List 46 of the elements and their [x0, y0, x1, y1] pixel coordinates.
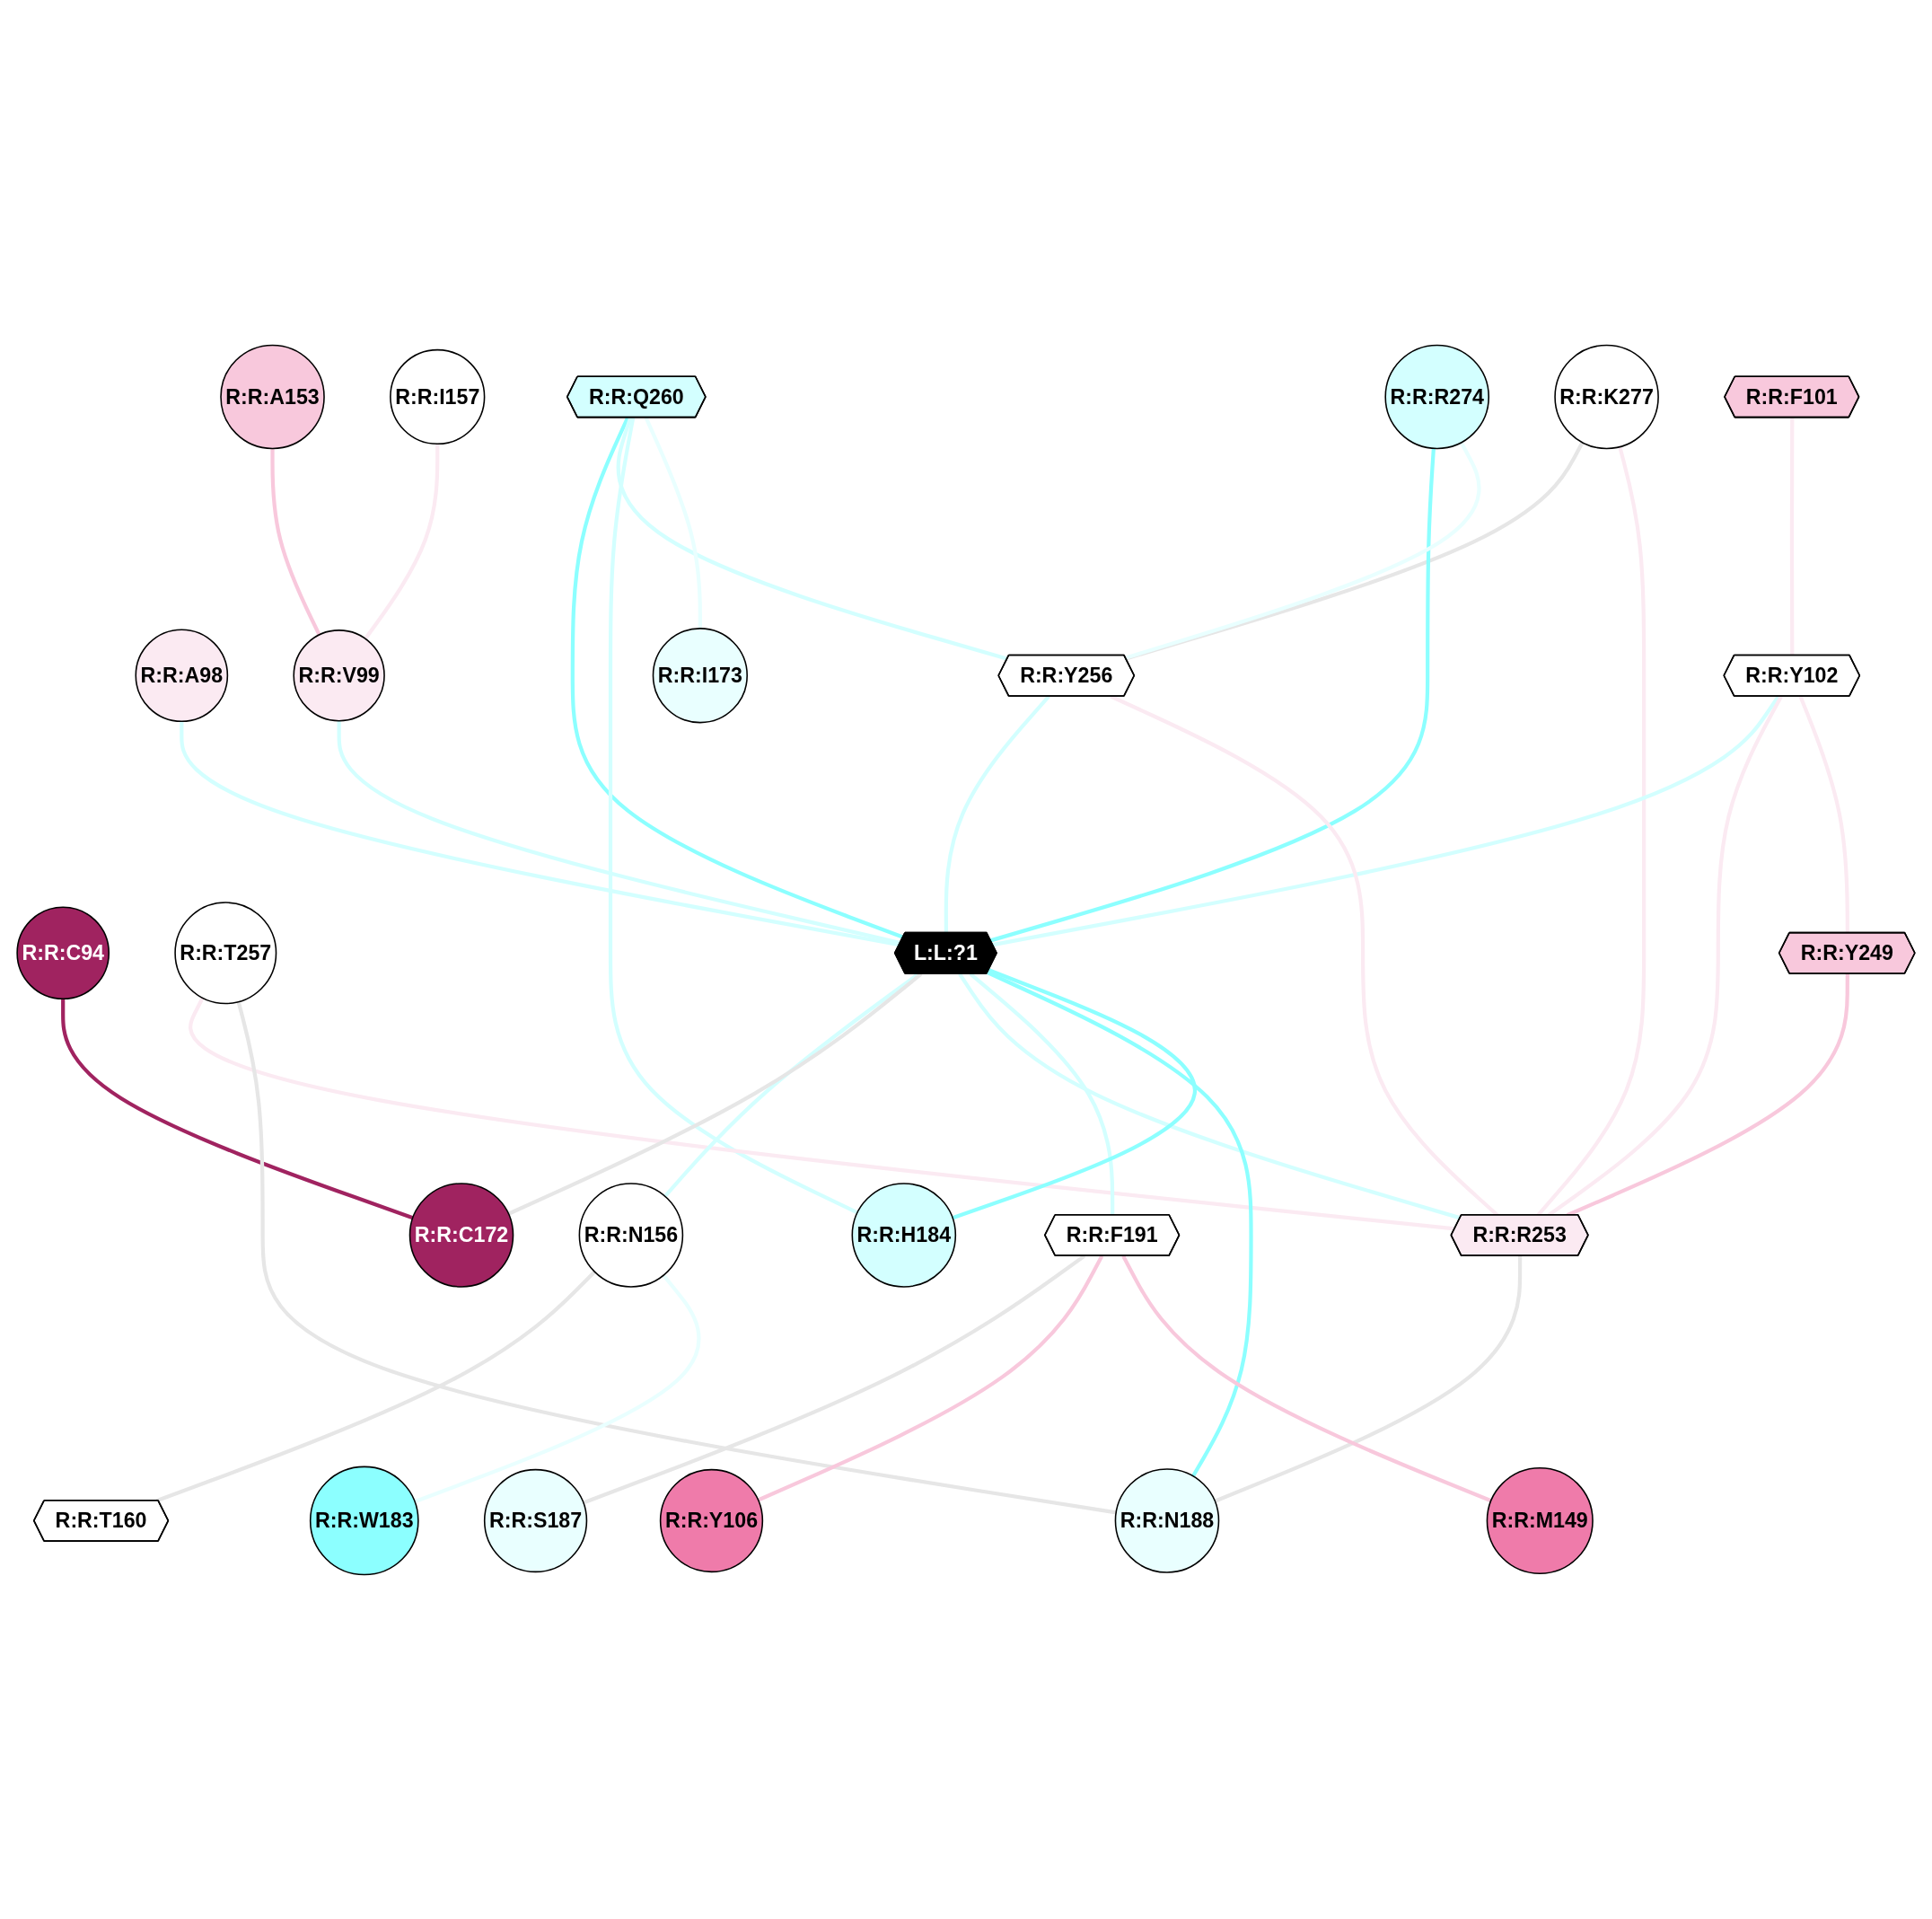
- node-circle: R:R:M149: [1486, 1466, 1594, 1574]
- connector: [1125, 441, 1585, 660]
- connector: [952, 967, 1197, 1219]
- node-circle: R:R:A98: [135, 628, 229, 722]
- node-circle: R:R:S187: [483, 1468, 588, 1572]
- node-circle: R:R:K277: [1554, 344, 1659, 449]
- node-circle: R:R:R274: [1384, 344, 1489, 449]
- connector: [189, 996, 1455, 1231]
- node-circle: R:R:I157: [390, 348, 486, 445]
- connector: [663, 972, 920, 1198]
- node-circle: R:R:N188: [1114, 1467, 1220, 1573]
- connector: [616, 417, 1008, 661]
- connector: [1798, 695, 1849, 933]
- node-circle: R:R:I173: [652, 627, 748, 723]
- connector: [337, 720, 901, 945]
- node-circle: R:R:C172: [408, 1182, 514, 1288]
- node-circle: R:R:C94: [16, 905, 110, 999]
- connector: [944, 694, 1050, 933]
- node-circle: R:R:H184: [851, 1182, 957, 1288]
- connector: [180, 720, 900, 946]
- node-circle: R:R:N156: [578, 1182, 684, 1288]
- connector: [1121, 1254, 1492, 1502]
- connector: [992, 694, 1780, 946]
- connector: [757, 1254, 1104, 1501]
- connector: [1214, 1255, 1523, 1503]
- connector: [969, 972, 1115, 1215]
- connector: [155, 1270, 596, 1502]
- connector: [644, 416, 702, 629]
- connector: [507, 972, 923, 1216]
- node-circle: R:R:A153: [220, 344, 325, 449]
- connector: [1125, 441, 1481, 660]
- connector: [608, 417, 858, 1214]
- connector: [987, 970, 1253, 1477]
- connector: [270, 447, 321, 636]
- connector: [61, 998, 414, 1219]
- node-circle: R:R:Y106: [659, 1468, 764, 1572]
- node-circle: R:R:W183: [309, 1466, 419, 1575]
- connector: [236, 1000, 1117, 1515]
- connector: [414, 1273, 701, 1503]
- connector: [583, 1254, 1086, 1504]
- connector: [364, 443, 440, 640]
- connector: [989, 447, 1436, 942]
- connector: [570, 416, 904, 939]
- node-circle: R:R:V99: [293, 629, 385, 721]
- node-circle: R:R:T257: [174, 901, 277, 1004]
- connector: [1789, 417, 1795, 656]
